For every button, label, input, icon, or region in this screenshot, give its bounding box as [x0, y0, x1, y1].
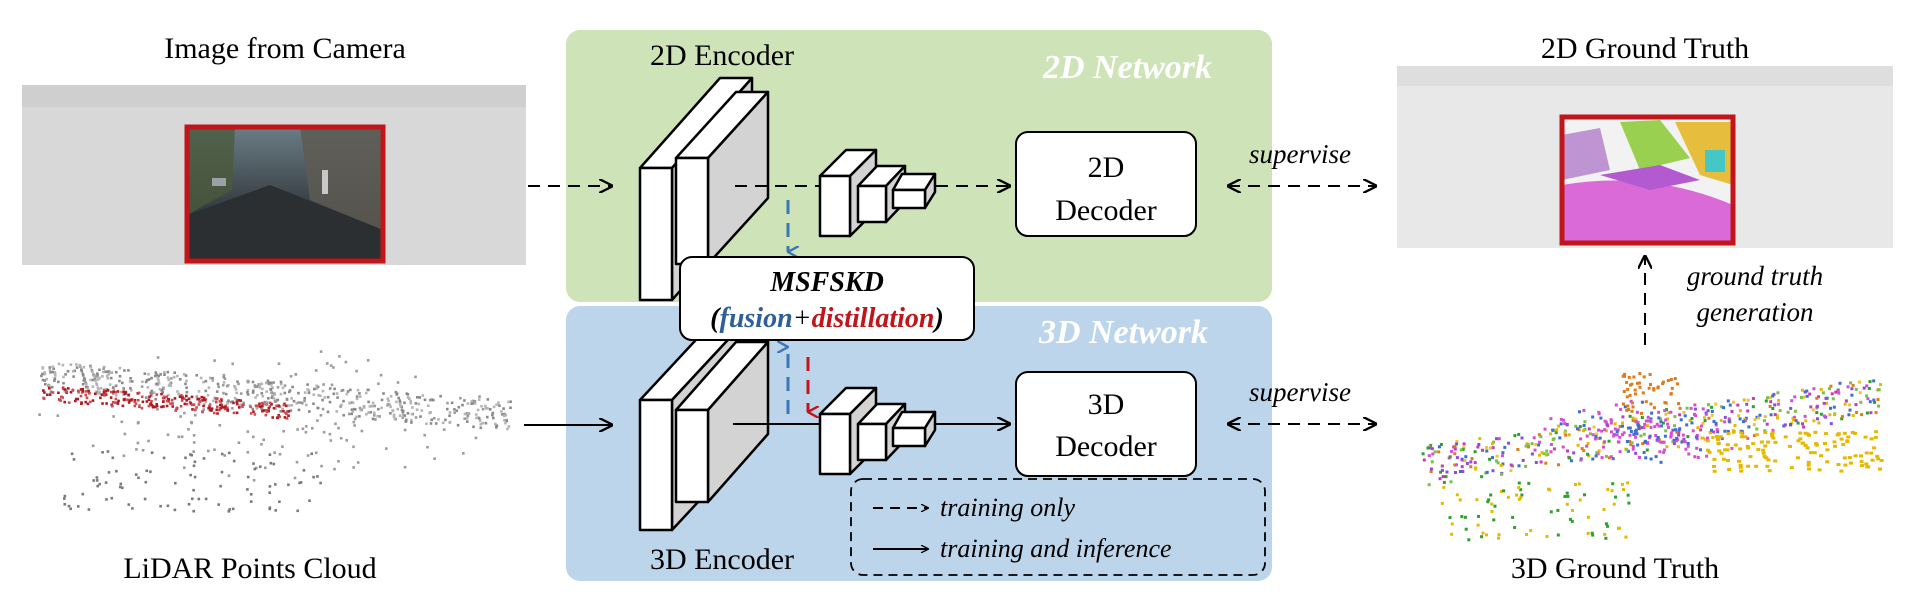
encoder-2d-label: 2D Encoder [650, 39, 794, 72]
camera-crop-highlight [184, 124, 386, 264]
gt-generation-line1: ground truth [1687, 261, 1823, 291]
legend-box [850, 478, 1266, 576]
msfskd-title: MSFSKD [769, 267, 884, 298]
decoder-3d-box [1015, 371, 1197, 477]
decoder-3d-line2: Decoder [1055, 430, 1157, 463]
encoder-2d-block [638, 76, 770, 302]
decoder-2d-line1: 2D [1088, 151, 1125, 184]
legend: training only training and inference [850, 478, 1266, 576]
lidar-point-cloud [38, 350, 512, 513]
network-3d-label: 3D Network [1038, 314, 1208, 351]
supervise-bottom-label: supervise [1249, 377, 1351, 407]
network-2d-label: 2D Network [1042, 49, 1212, 86]
feature-3d-cubes [818, 386, 937, 476]
legend-training-inference: training and inference [940, 534, 1172, 563]
decoder-2d-box [1015, 131, 1197, 237]
decoder-3d-line1: 3D [1088, 388, 1125, 421]
msfskd-box [679, 256, 975, 341]
camera-title: Image from Camera [164, 32, 406, 65]
supervise-top-label: supervise [1249, 139, 1351, 169]
gt2d-projected-labels [1562, 117, 1733, 243]
gt-generation-line2: generation [1697, 297, 1814, 327]
camera-crop [187, 127, 383, 261]
gt3d-title: 3D Ground Truth [1511, 552, 1719, 585]
msfskd-subtitle: (fusion+distillation) [710, 303, 944, 334]
gt2d-title: 2D Ground Truth [1541, 32, 1749, 65]
encoder-3d-label: 3D Encoder [650, 543, 794, 576]
feature-2d-cubes [818, 148, 937, 238]
legend-training-only: training only [940, 493, 1076, 522]
gt2d-crop-highlight [1559, 114, 1736, 246]
lidar-title: LiDAR Points Cloud [123, 552, 376, 585]
gt3d-point-cloud [1421, 372, 1884, 542]
decoder-2d-line2: Decoder [1055, 194, 1157, 227]
